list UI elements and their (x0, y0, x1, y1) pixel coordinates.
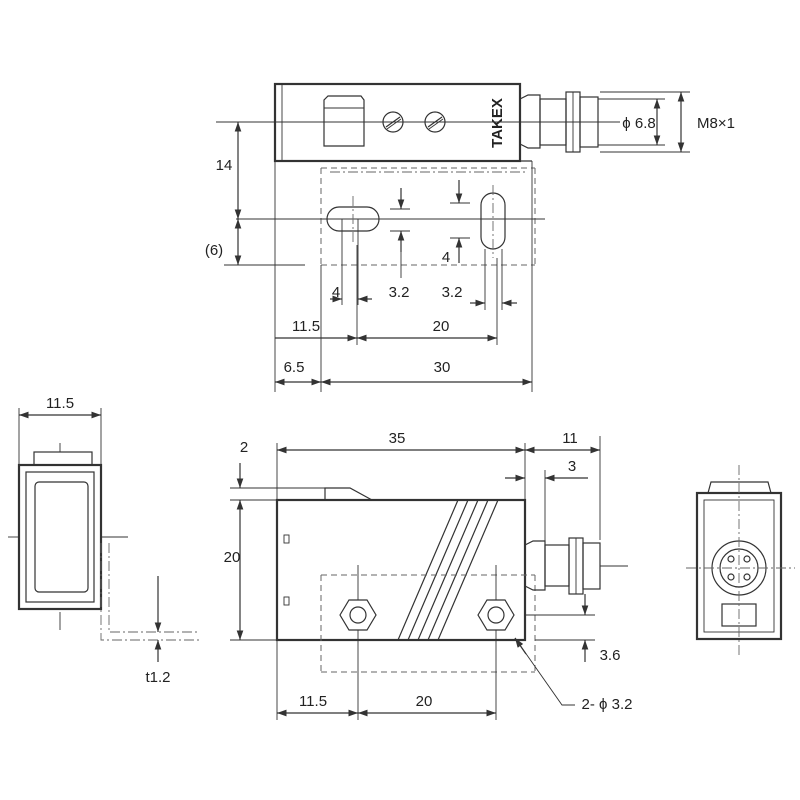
dim-20: 20 (433, 318, 450, 335)
dim-4-right: 4 (442, 249, 450, 266)
dim-30: 30 (434, 359, 451, 376)
front-dim-2: 2 (240, 439, 248, 456)
dim-3-2-right: 3.2 (442, 284, 463, 301)
front-view-body (275, 498, 527, 642)
front-dim-hole: 2- ϕ 3.2 (582, 696, 633, 713)
front-view: 35 11 3 2 20 3.6 2- ϕ 3.2 11.5 20 (224, 430, 633, 720)
left-view: 11.5 t1.2 (8, 395, 200, 686)
lens-window (34, 481, 89, 593)
brand-label: TAKEX (489, 98, 506, 148)
hex-nut-icon (339, 599, 377, 631)
dim-14: 14 (216, 157, 233, 174)
left-view-body (17, 463, 103, 611)
dim-6: (6) (205, 242, 223, 259)
front-dim-35: 35 (389, 430, 406, 447)
top-view-body (273, 82, 522, 163)
connector-housing (524, 540, 546, 591)
dim-11-5: 11.5 (292, 318, 320, 335)
top-view: TAKEX 14 (6) 4 (205, 82, 735, 392)
dim-phi-6-8: ϕ 6.8 (622, 115, 655, 132)
front-dim-20-width: 20 (416, 693, 433, 710)
indicator-lens (323, 95, 365, 147)
dim-6-5: 6.5 (284, 359, 305, 376)
front-dim-11: 11 (562, 430, 578, 447)
hex-nut-icon (477, 599, 515, 631)
front-dim-20-height: 20 (224, 549, 241, 566)
connector-housing (519, 94, 541, 149)
front-dim-3-6: 3.6 (600, 647, 621, 664)
dim-4-left: 4 (332, 284, 340, 301)
dim-3-2-left: 3.2 (389, 284, 410, 301)
front-dim-11-5: 11.5 (299, 693, 327, 710)
right-view (686, 465, 795, 658)
front-dim-3: 3 (568, 458, 576, 475)
dim-m8: M8×1 (697, 115, 735, 132)
left-dim-t1-2: t1.2 (145, 669, 170, 686)
left-dim-11-5: 11.5 (46, 395, 74, 412)
